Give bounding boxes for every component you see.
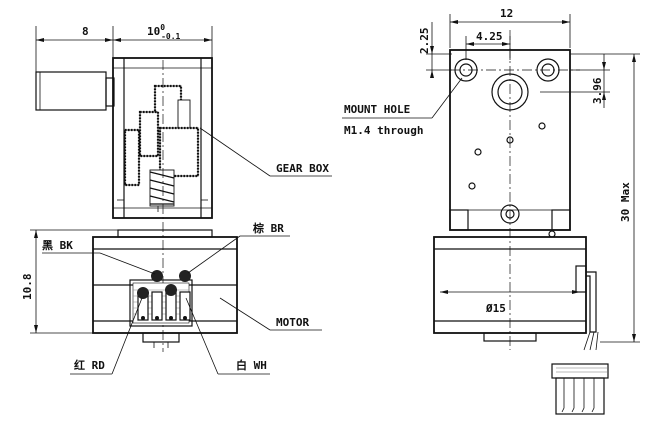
wire-rd-label: 红 RD [74,358,105,372]
side-terminal [575,265,599,351]
dim-side-width-label: 12 [500,7,513,20]
motor-callout: MOTOR [219,297,322,331]
wire-connector [129,270,193,327]
dim-width-sub: -0.1 [161,32,180,41]
small-holes [468,122,556,238]
wire-br-label: 棕 BR [252,221,284,235]
dim-side-width: 12 [449,7,571,48]
dim-hole-top: 2.25 [418,22,452,78]
mount-hole-callout: MOUNT HOLE M1.4 through [342,77,463,137]
side-view: 12 4.25 2.25 3.96 [342,7,640,415]
dim-motor-height-label: 10.8 [21,274,34,301]
dim-hole-spacing: 4.25 [465,30,511,60]
dim-hole-spacing-label: 4.25 [476,30,503,43]
dim-diameter-label: Ø15 [485,302,506,315]
motor-label: MOTOR [276,316,309,329]
front-view: 8 100-0.1 [21,23,332,375]
dim-hole-top-label: 2.25 [418,28,431,55]
wire-bk-callout: 黑 BK [42,239,156,275]
wire-br-callout: 棕 BR [187,221,290,274]
dim-hole-side-label: 3.96 [591,77,604,104]
wire-wh-callout: 白 WH [185,297,270,375]
wire-rd-callout: 红 RD [70,297,143,375]
dim-total-height-label: 30 Max [619,182,632,222]
dim-shaft-length: 8 [35,25,113,78]
mount-hole-label-1: MOUNT HOLE [344,103,410,116]
output-shaft [35,71,115,111]
dim-hole-side: 3.96 [540,54,610,108]
dim-width-sup: 0 [160,23,165,32]
svg-text:100-0.1: 100-0.1 [147,23,181,41]
dim-total-height: 30 Max [570,53,640,343]
gearbox-callout: GEAR BOX [199,127,332,177]
dim-motor-height: 10.8 [21,229,118,334]
dim-shaft-label: 8 [82,25,89,38]
wire-bk-label: 黑 BK [42,239,73,252]
gear-train [123,84,200,212]
dim-gearbox-width: 100-0.1 [112,23,213,58]
mount-hole-label-2: M1.4 through [344,124,423,137]
cable-connector [551,363,609,415]
wire-wh-label: 白 WH [236,358,267,372]
gearbox-label: GEAR BOX [276,162,329,175]
dim-width-main: 10 [147,25,160,38]
mount-holes [450,58,580,82]
